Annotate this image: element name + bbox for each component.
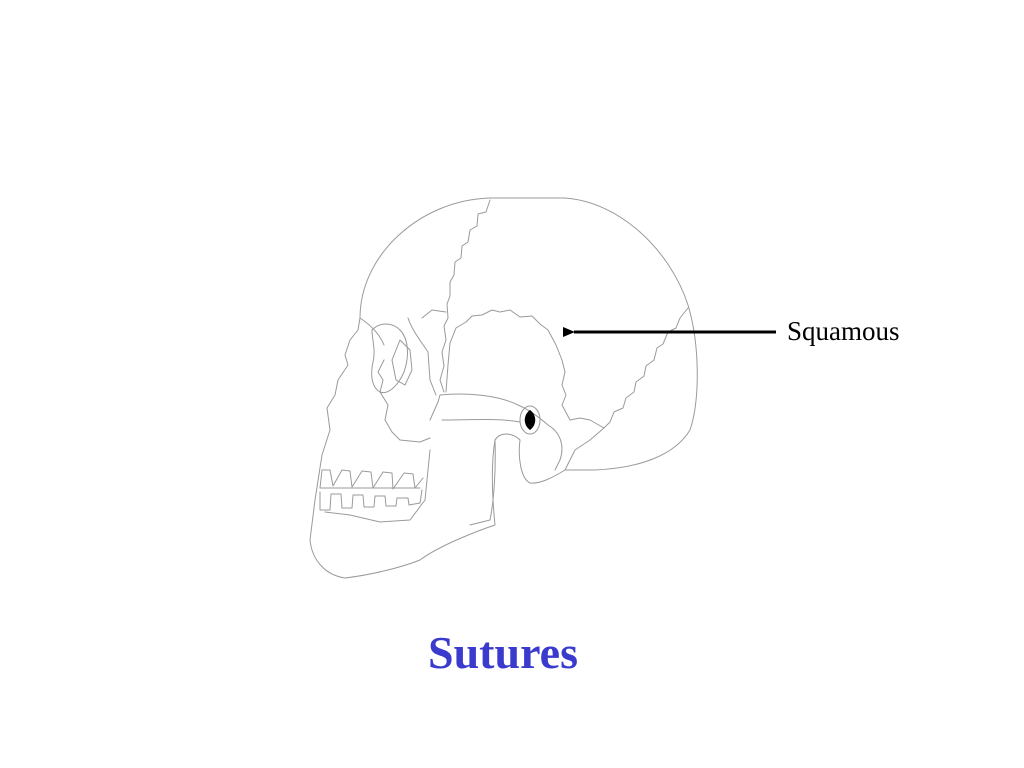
zygomatic-bone [391, 339, 413, 386]
slide-title: Sutures [428, 627, 578, 678]
squamous-suture [445, 309, 605, 429]
mandible [324, 439, 496, 526]
skull-outline [309, 197, 698, 579]
coronal-suture [439, 199, 491, 393]
mastoid-process [547, 424, 605, 471]
orbit [371, 323, 408, 394]
ear-canal-ring [519, 405, 541, 435]
sphenoid-region [407, 309, 447, 396]
upper-teeth [319, 469, 424, 490]
callout-label-squamous: Squamous [787, 316, 900, 346]
lambdoid-suture [603, 307, 689, 429]
nasal-bone [359, 317, 431, 443]
lower-teeth [319, 489, 423, 511]
ear-canal [524, 410, 536, 430]
